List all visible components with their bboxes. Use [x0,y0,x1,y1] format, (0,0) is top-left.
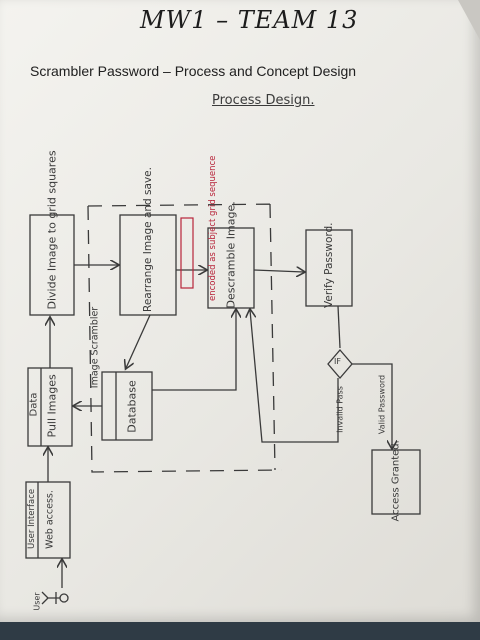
user-figure [41,591,69,605]
verify-label: Verify Password. [323,222,335,308]
ui-header-label: User Interface [27,488,37,549]
invalid-pass-label: Invalid Pass [335,386,345,433]
arrow-valid-pass [352,363,392,448]
page-subtitle: Scrambler Password – Process and Concept… [30,63,357,79]
arrow-rearrange-database [126,314,151,368]
pull-images-label: Pull Images [45,374,59,438]
divide-label: Divide Image to grid squares [45,150,59,310]
descramble-label: Descramble Image. [224,201,238,309]
decision-diamond [327,349,353,379]
arrow-descramble-verify [253,270,304,272]
page-title: MW1 – TEAM 13 [140,6,359,34]
access-granted-label: Access Granted. [390,440,402,522]
decision-label: IF [334,357,341,366]
arrow-invalid-pass [250,310,339,443]
image-scrambler-label: Image Scrambler [89,306,101,389]
valid-password-label: Valid Password [377,374,387,435]
arrow-verify-decision [337,305,341,349]
scrambler-boundary [87,203,283,473]
encoded-note-box [180,217,194,289]
encoded-note: encoded as subject grid sequence [208,155,218,301]
data-header-label: Data [28,392,40,417]
database-label: Database [125,380,139,433]
section-label: Process Design. [212,93,315,108]
web-access-label: Web access. [44,490,56,549]
desk-surface [0,622,480,640]
user-label: User [32,592,42,611]
rearrange-label: Rearrange Image and save. [142,167,154,312]
page-corner [458,0,480,40]
process-diagram [41,203,398,605]
arrow-database-descramble [152,310,236,391]
